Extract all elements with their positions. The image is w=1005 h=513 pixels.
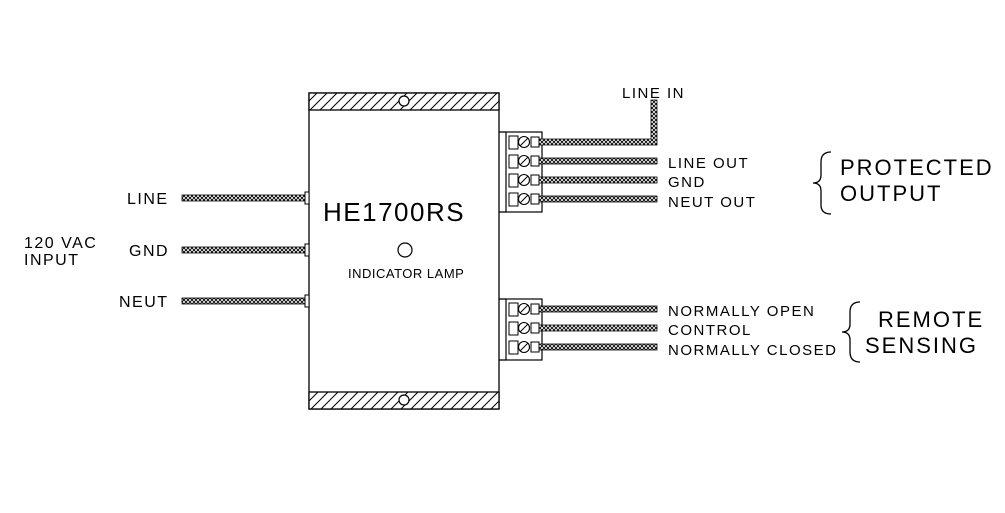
input-label-neut: NEUT [119,294,169,311]
line-in-wire [538,99,658,146]
remote-label-normally-open: NORMALLY OPEN [668,303,815,320]
protected-output-brace [812,151,832,215]
terminal-screw-icon [508,340,540,355]
output-terminal-block [499,131,543,213]
input-wire-gnd [181,246,306,254]
bottom-mounting-hole-icon [398,394,410,406]
remote-terminal-block [499,298,543,361]
terminal-screw-icon [508,321,540,336]
remote-wires: NORMALLY OPEN CONTROL NORMALLY CLOSED RE… [538,301,984,363]
remote-group-label-line2: SENSING [865,333,978,358]
indicator-lamp-icon [397,242,413,258]
output-wire-line-out [538,157,658,165]
input-group-label-line2: INPUT [24,252,80,269]
input-wire-line [181,194,306,202]
input-wire-neut [181,297,306,305]
terminal-screw-icon [508,302,540,317]
remote-wire-normally-open [538,305,658,313]
remote-label-normally-closed: NORMALLY CLOSED [668,342,838,359]
remote-label-control: CONTROL [668,322,752,339]
device-body: HE1700RS INDICATOR LAMP [308,92,500,410]
device-model-label: HE1700RS [323,197,465,227]
output-wire-gnd [538,176,658,184]
output-wire-neut-out [538,195,658,203]
output-label-line-out: LINE OUT [668,155,749,172]
input-label-line: LINE [127,191,169,208]
output-wires: LINE IN LINE OUT GND NEUT OUT PROTECTED … [538,85,994,215]
remote-sensing-brace [841,301,861,363]
output-label-gnd: GND [668,174,706,191]
input-wire-gnd-plug [304,243,310,257]
remote-wire-normally-closed [538,343,658,351]
remote-group-label-line1: REMOTE [878,307,984,332]
remote-wire-control [538,324,658,332]
input-wire-neut-plug [304,294,310,308]
terminal-screw-icon [508,192,540,207]
terminal-screw-icon [508,135,540,150]
input-wire-line-plug [304,191,310,205]
input-label-gnd: GND [129,243,169,260]
input-group-label-line1: 120 VAC [24,235,97,252]
terminal-screw-icon [508,173,540,188]
output-label-neut-out: NEUT OUT [668,194,756,211]
input-wires: LINE GND NEUT 120 VAC INPUT [24,191,310,311]
terminal-screw-icon [508,154,540,169]
protected-group-label-line1: PROTECTED [840,155,994,180]
line-in-label: LINE IN [622,85,685,102]
protected-group-label-line2: OUTPUT [840,181,942,206]
indicator-lamp-label: INDICATOR LAMP [348,266,464,281]
top-mounting-hole-icon [398,95,410,107]
